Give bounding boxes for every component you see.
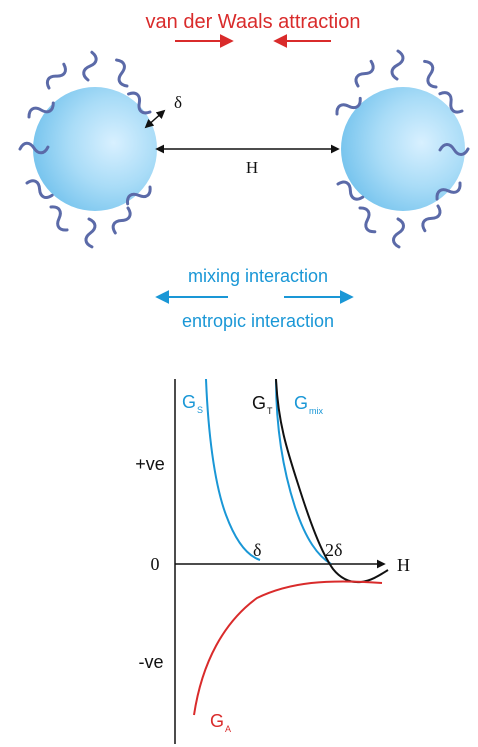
left-particle-core <box>33 87 157 211</box>
gmix-curve <box>275 378 332 565</box>
ga-curve <box>193 580 383 716</box>
gt-curve <box>275 378 389 584</box>
gt-label-main: G <box>252 393 266 413</box>
right-particle-core <box>341 87 465 211</box>
delta-indicator-arrow <box>144 109 166 129</box>
gs-label: GS <box>182 392 203 415</box>
energy-chart: +ve 0 -ve H δ 2δ GS GT Gmix GA <box>135 378 410 744</box>
gmix-label-sub: mix <box>309 406 323 416</box>
gs-label-sub: S <box>197 405 203 415</box>
ga-label-sub: A <box>225 724 231 734</box>
ga-label: GA <box>210 711 231 734</box>
gs-label-main: G <box>182 392 196 412</box>
y-label-positive: +ve <box>135 454 165 474</box>
gmix-label-main: G <box>294 393 308 413</box>
right-particle <box>332 49 470 249</box>
ga-label-main: G <box>210 711 224 731</box>
y-label-negative: -ve <box>138 652 163 672</box>
x-axis-label: H <box>397 555 410 575</box>
x-label-two-delta: 2δ <box>325 540 342 560</box>
mixing-interaction-label: mixing interaction <box>188 266 328 286</box>
gmix-label: Gmix <box>294 393 324 416</box>
delta-label: δ <box>174 93 182 112</box>
left-particle <box>18 50 157 249</box>
gs-curve <box>205 378 261 561</box>
x-label-delta: δ <box>253 540 261 560</box>
gt-label-sub: T <box>267 406 273 416</box>
entropic-interaction-label: entropic interaction <box>182 311 334 331</box>
gt-label: GT <box>252 393 273 416</box>
van-der-waals-label: van der Waals attraction <box>146 11 361 33</box>
y-label-zero: 0 <box>151 554 160 574</box>
separation-label: H <box>246 158 258 177</box>
